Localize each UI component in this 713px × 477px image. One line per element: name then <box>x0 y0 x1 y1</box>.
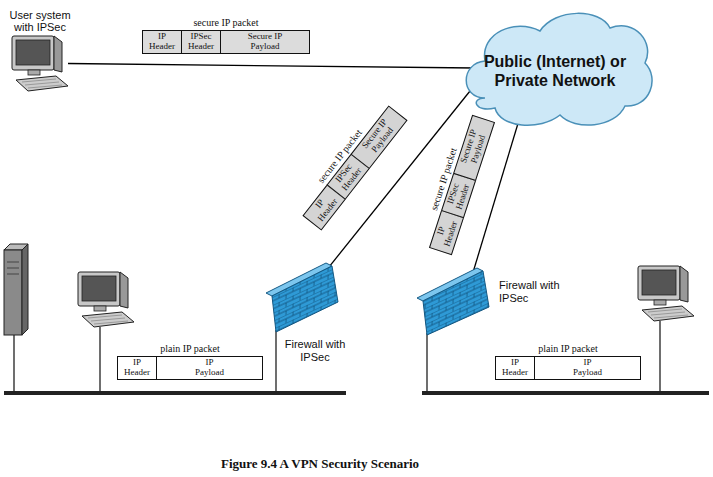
server-front <box>4 250 22 335</box>
packet-field: Secure IP Payload <box>220 30 310 54</box>
field-label: Secure IP Payload <box>458 124 490 172</box>
firewall-label: Firewall with IPSec <box>499 279 565 305</box>
network-link <box>68 64 475 69</box>
wall-bricks <box>272 266 338 332</box>
firewall-wall <box>415 265 493 337</box>
network-cloud: Public (Internet) or Private Network <box>455 3 655 133</box>
field-label: IP Header <box>432 214 461 251</box>
ip-packet: plain IP packetIP HeaderIP Payload <box>495 356 641 380</box>
field-label: IP Header <box>307 189 342 226</box>
field-label: Secure IP Payload <box>243 32 287 52</box>
lan-computer <box>638 266 694 321</box>
user-computer <box>12 36 68 91</box>
firewall-label: Firewall with IPSec <box>282 338 348 364</box>
wall-face <box>423 271 489 335</box>
packet-field: IP Header <box>117 356 157 380</box>
field-label: IP Payload <box>572 358 604 378</box>
field-label: IPSec Header <box>444 177 473 214</box>
packet-field: IPSec Header <box>181 30 221 54</box>
ip-packet: secure IP packetIP HeaderIPSec HeaderSec… <box>429 115 495 256</box>
packet-field: IP Payload <box>156 356 263 380</box>
cloud-outline <box>466 13 652 125</box>
wall-face <box>272 266 338 332</box>
firewall: Firewall with IPSec <box>262 262 340 335</box>
field-label: IP Header <box>146 32 178 52</box>
lan-bus <box>4 391 346 395</box>
packet-field: IP Payload <box>534 356 641 380</box>
field-label: IPSec Header <box>185 32 217 52</box>
packet-field: IP Header <box>495 356 535 380</box>
lan-computer <box>78 272 134 327</box>
packet-title: secure IP packet <box>274 74 406 238</box>
packet-field: IP Header <box>142 30 182 54</box>
wall-bricks <box>423 271 489 335</box>
lan-drop-wire <box>14 321 660 393</box>
ip-packet: secure IP packetIP HeaderIPSec HeaderSec… <box>302 105 407 230</box>
firewall-wall <box>262 262 340 335</box>
system-label: User system with IPSec <box>0 9 80 34</box>
cloud-label: Public (Internet) or Private Network <box>480 52 630 90</box>
field-label: Secure IP Payload <box>358 114 401 161</box>
packet-title: plain IP packet <box>465 343 671 354</box>
firewall: Firewall with IPSec <box>415 265 493 337</box>
lan-bus <box>422 391 709 395</box>
packet-field: Secure IP Payload <box>453 115 495 181</box>
user-system: User system with IPSec <box>12 36 68 91</box>
figure-caption: Figure 9.4 A VPN Security Scenario <box>0 456 640 472</box>
server-tower <box>4 244 28 335</box>
field-label: IP Header <box>121 358 153 378</box>
field-label: IP Header <box>499 358 531 378</box>
server-side <box>22 244 28 335</box>
server-bays <box>7 262 19 274</box>
packet-title: secure IP packet <box>112 17 340 28</box>
field-label: IP Payload <box>194 358 226 378</box>
packet-title: plain IP packet <box>87 343 293 354</box>
ip-packet: secure IP packetIP HeaderIPSec HeaderSec… <box>142 30 310 54</box>
ip-packet: plain IP packetIP HeaderIP Payload <box>117 356 263 380</box>
